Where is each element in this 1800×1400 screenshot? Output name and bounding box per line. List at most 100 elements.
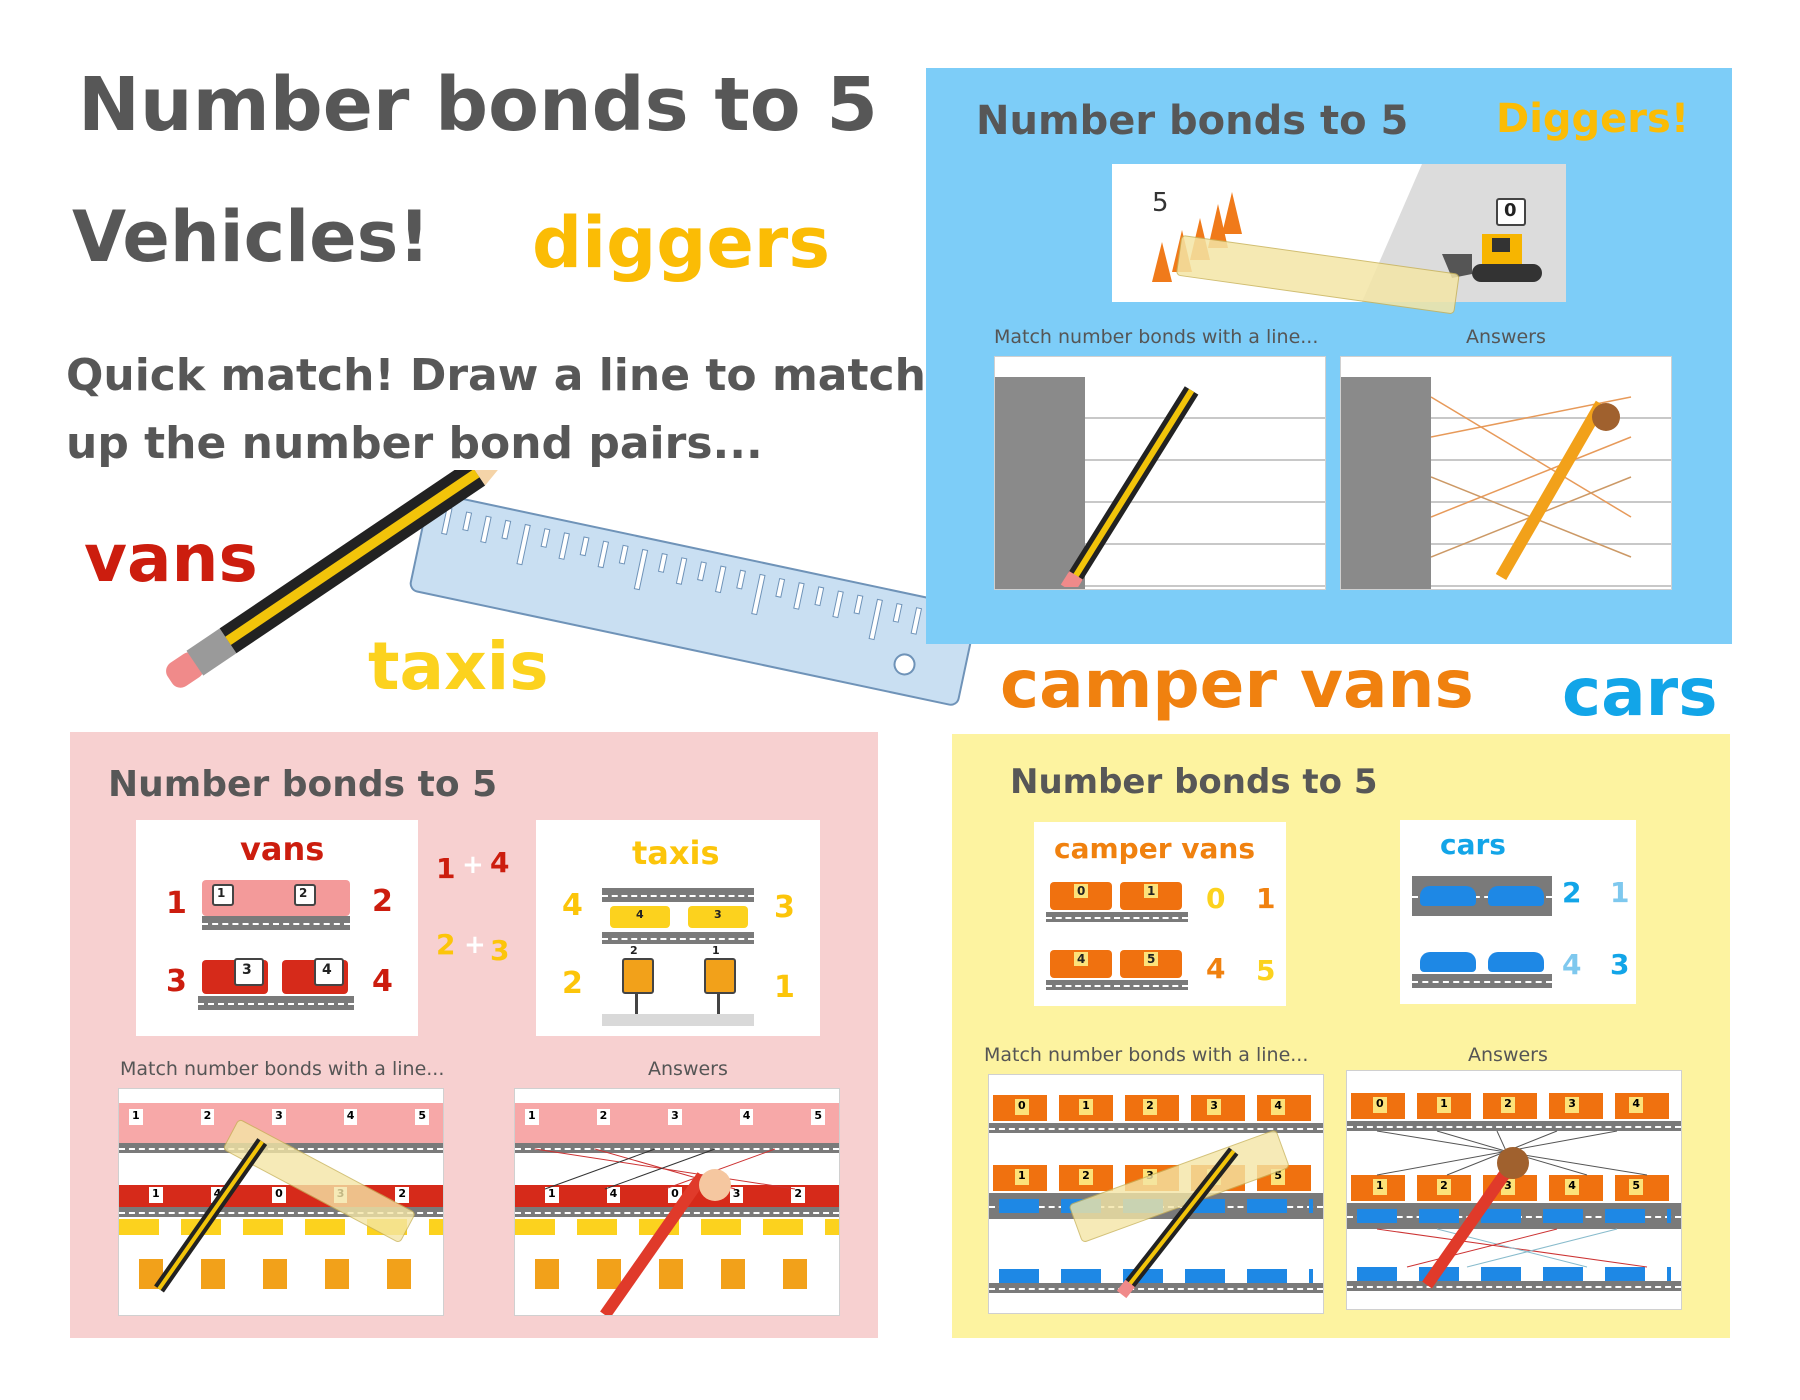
taxi-1: [610, 906, 670, 928]
taxis-n4: 1: [774, 970, 795, 1005]
cars-card-title: cars: [1440, 828, 1506, 861]
cars-card: cars 2 1 4 3: [1400, 820, 1636, 1004]
camper-answers-sheet: 0 1 2 3 4 1 2 3 4 5: [1346, 1070, 1682, 1310]
camper-answer-lines-icon: [1376, 1130, 1648, 1289]
vans-road-1: [202, 916, 350, 930]
vans-sheet-mid-1: 1: [149, 1187, 163, 1203]
van-box-2: [294, 884, 316, 906]
cars-n1: 2: [1562, 876, 1582, 909]
taxis-ground: [602, 1014, 754, 1026]
vans-n2: 2: [372, 884, 393, 919]
vans-sheet-road-mid: [119, 1207, 443, 1217]
truck-box-2: [314, 958, 344, 986]
taxi-post-2: [717, 992, 720, 1014]
diggers-worksheet-caption: Match number bonds with a line...: [994, 326, 1319, 348]
camper-n3: 4: [1206, 952, 1226, 985]
camper-sheet-road-1: [989, 1123, 1323, 1133]
camper-worksheet: 0 1 2 3 4 1 2 3 4 5: [988, 1074, 1324, 1314]
camper-ans-nums-mid: 1 2 3 4 5: [1373, 1179, 1643, 1195]
camper-card: camper vans 0 1 0 1 4 5 4 5: [1034, 822, 1286, 1006]
taxi-2: [688, 906, 748, 928]
camper-3-num: 4: [1074, 952, 1089, 966]
vans-ans-taxis: [515, 1219, 839, 1235]
vans-ans-num-1: 1: [525, 1109, 539, 1125]
taxi-sign-1: [622, 958, 654, 994]
pencil-icon: [166, 470, 519, 688]
taxi-1-num: 4: [636, 908, 644, 921]
camper-ans-num-4: 3: [1565, 1097, 1579, 1113]
camper-answers-caption: Answers: [1468, 1044, 1548, 1066]
vans-n1: 1: [166, 886, 187, 921]
bond-a-plus: +: [462, 850, 484, 880]
diggers-badge: Diggers!: [1496, 96, 1690, 142]
digger-count-sign: [1496, 198, 1526, 226]
answers-dark-column: [1341, 377, 1431, 589]
instruction-line-2: up the number bond pairs...: [66, 418, 763, 469]
worksheet-dark-column: [995, 377, 1085, 589]
main-title: Number bonds to 5: [78, 62, 878, 148]
vans-ans-mid-2: 4: [606, 1187, 621, 1203]
vans-n4: 4: [372, 964, 393, 999]
camper-ans-num-2: 1: [1437, 1097, 1451, 1113]
camper-sheet-num-4: 3: [1207, 1099, 1221, 1115]
digger-count: 0: [1504, 200, 1517, 221]
camper-sheet-road-3: [989, 1283, 1323, 1293]
camper-sheet-mid-2: 2: [1079, 1169, 1093, 1185]
vans-card-title: vans: [240, 830, 325, 868]
worksheet-pencil-icon: [1060, 386, 1199, 587]
bond-a1: 1: [436, 852, 456, 885]
camper-sheet-nums-top: 0 1 2 3 4: [1015, 1099, 1285, 1115]
camper-cars-panel: Number bonds to 5 camper vans 0 1 0 1 4 …: [952, 734, 1730, 1338]
camper-ans-road-3: [1347, 1281, 1681, 1291]
vans-ans-road-top: [515, 1143, 839, 1153]
digger-icon: [1442, 234, 1542, 282]
camper-ans-mid-2: 2: [1437, 1179, 1451, 1195]
camper-4-num: 5: [1144, 952, 1159, 966]
truck-box-1-num: 3: [242, 962, 252, 978]
diggers-answers-sheet: [1340, 356, 1672, 590]
camper-road-2: [1046, 980, 1188, 990]
camper-ans-num-5: 4: [1629, 1097, 1643, 1113]
cars-road-2: [1412, 974, 1552, 988]
vans-ans-signs: [535, 1259, 825, 1289]
vans-ans-mid-1: 1: [545, 1187, 559, 1203]
camper-panel-title: Number bonds to 5: [1010, 762, 1378, 802]
camper-ans-mid-5: 5: [1629, 1179, 1643, 1195]
car-3: [1420, 952, 1476, 972]
diggers-worksheet: [994, 356, 1326, 590]
camper-sheet-num-3: 2: [1143, 1099, 1157, 1115]
tag-vans: vans: [84, 520, 258, 597]
ruler-icon: [409, 492, 978, 706]
taxis-n3: 2: [562, 966, 583, 1001]
vans-sheet-num-4: 4: [343, 1109, 358, 1125]
taxi-sign-2: [704, 958, 736, 994]
vans-worksheet-caption: Match number bonds with a line...: [120, 1058, 445, 1080]
vans-sheet-mid-5: 2: [395, 1187, 409, 1203]
taxis-road-bottom: [602, 932, 754, 944]
camper-card-title: camper vans: [1054, 832, 1256, 865]
cars-n4: 3: [1610, 948, 1630, 981]
car-2: [1488, 886, 1544, 906]
truck-box-1: [234, 958, 264, 986]
ruler-pencil-illustration: [166, 470, 978, 706]
vans-sheet-mid-3: 0: [272, 1187, 286, 1203]
answer-lines-icon: [1431, 396, 1632, 580]
vans-card: vans 1 2 3 4 1 2 3 4: [136, 820, 418, 1036]
camper-ans-num-3: 2: [1501, 1097, 1515, 1113]
vans-sheet-tools-icon: [154, 1119, 415, 1293]
vans-road-2: [198, 996, 354, 1010]
taxis-n1: 4: [562, 888, 583, 923]
vans-sheet-num-2: 2: [200, 1109, 215, 1125]
vans-sheet-signs: [139, 1259, 429, 1289]
small-ruler-icon: [1176, 235, 1460, 314]
taxis-card: taxis 4 3 2 1 4 3 2 1: [536, 820, 820, 1036]
tag-taxis: taxis: [368, 628, 549, 705]
taxi-sign-1-num: 2: [630, 944, 638, 957]
tag-cars: cars: [1562, 654, 1718, 731]
diggers-preview-card: 5 0: [1112, 164, 1566, 314]
bond-b-plus: +: [464, 930, 486, 960]
camper-sheet-tools-icon: [1069, 1130, 1289, 1299]
van-box-1-num: 1: [217, 886, 226, 900]
camper-n2: 1: [1256, 882, 1276, 915]
main-subtitle: Vehicles!: [72, 196, 431, 278]
